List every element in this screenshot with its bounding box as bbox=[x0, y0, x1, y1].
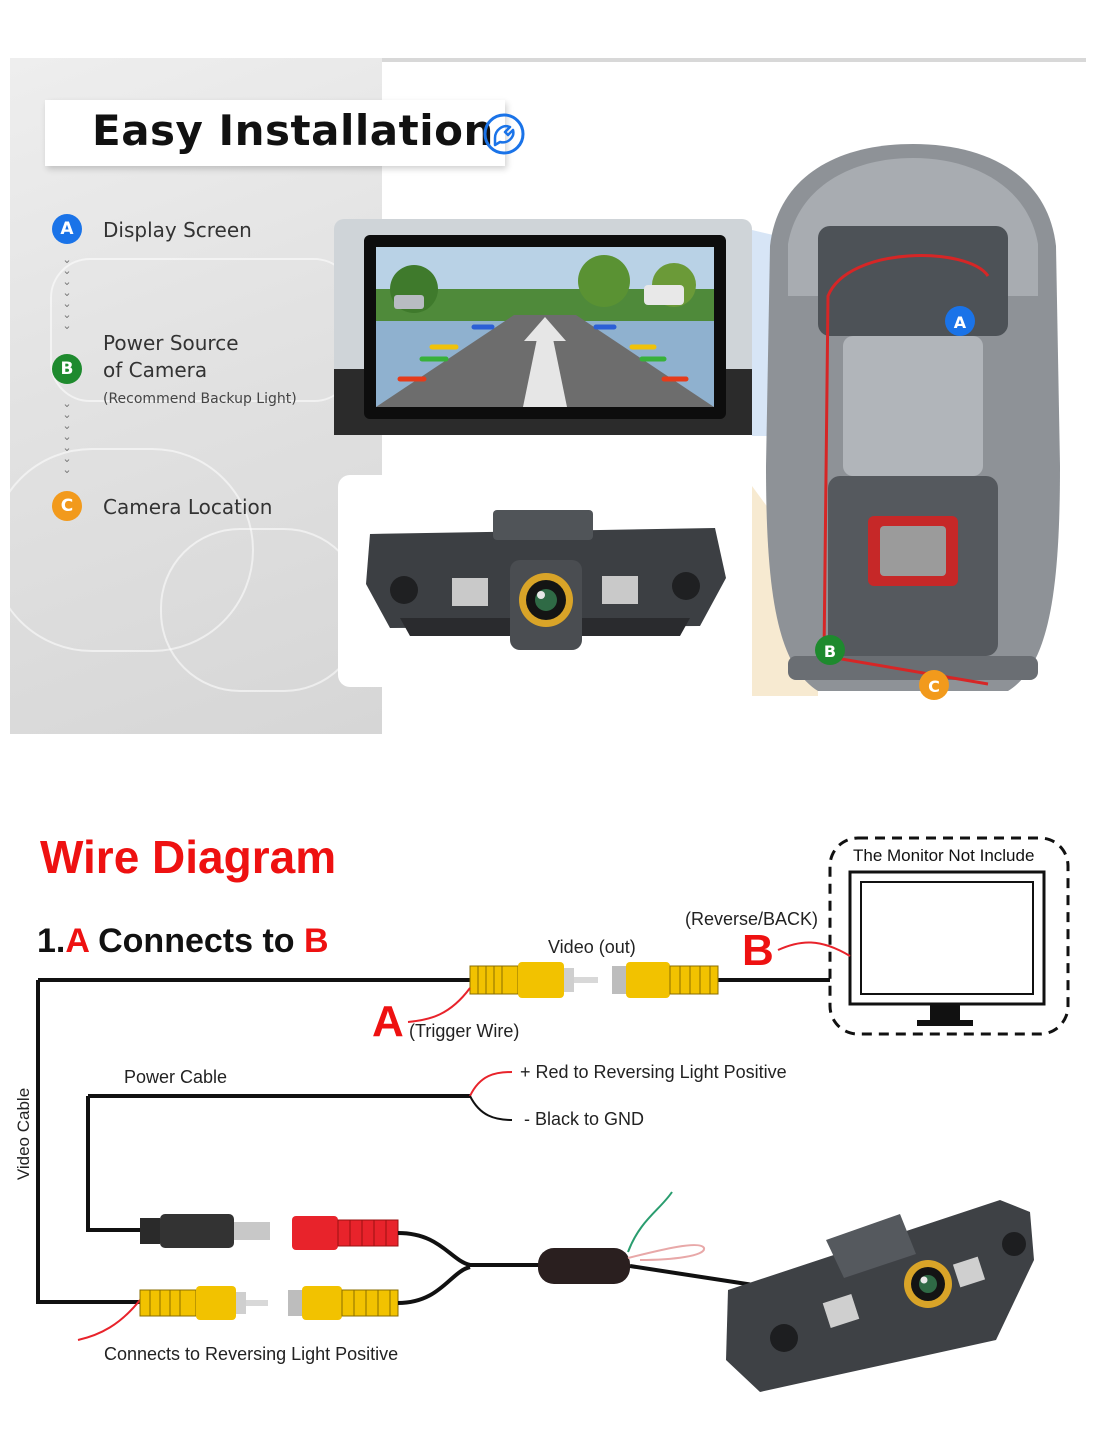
connects-title: 1.A Connects to B bbox=[37, 922, 329, 961]
rca-plug-bottom bbox=[139, 1286, 268, 1320]
monitor-icon bbox=[848, 870, 1046, 1006]
install-title-box bbox=[45, 100, 505, 166]
dc-power-plug bbox=[140, 1214, 270, 1248]
car-top-view-image: A B C bbox=[752, 144, 1060, 700]
camera-image-bottom bbox=[726, 1200, 1034, 1392]
top-divider bbox=[382, 58, 1086, 62]
wrench-icon bbox=[483, 113, 525, 155]
dotted-connector: ⌄⌄⌄⌄⌄⌄⌄ bbox=[62, 253, 72, 332]
step-b-badge: B bbox=[52, 354, 82, 384]
wire-diagram bbox=[36, 836, 1070, 1392]
video-out-label: Video (out) bbox=[548, 937, 636, 957]
display-screen-image bbox=[334, 219, 752, 435]
black-wire-label: - Black to GND bbox=[524, 1109, 645, 1129]
car-outline-decoration bbox=[0, 448, 254, 652]
monitor-dashed-box bbox=[828, 836, 1070, 1036]
connects-from: A bbox=[65, 922, 89, 960]
reversing-light-label: Connects to Reversing Light Positive bbox=[104, 1344, 399, 1364]
connects-to: B bbox=[304, 922, 329, 960]
monitor-not-included-label: The Monitor Not Include bbox=[853, 846, 1035, 865]
install-title: Easy Installation bbox=[92, 106, 494, 155]
step-b-label-line1: Power Source bbox=[103, 331, 239, 355]
car-outline-decoration bbox=[160, 528, 364, 692]
car-marker-a: A bbox=[954, 313, 967, 332]
rca-plug-a bbox=[469, 962, 598, 998]
letter-a: A bbox=[372, 997, 404, 1046]
rca-jack-bottom bbox=[288, 1286, 399, 1320]
reverse-back-label: (Reverse/BACK) bbox=[685, 909, 819, 929]
wire-diagram-title: Wire Diagram bbox=[40, 831, 337, 883]
trigger-wire-label: (Trigger Wire) bbox=[409, 1021, 520, 1041]
step-a-badge: A bbox=[52, 214, 82, 244]
letter-b: B bbox=[742, 926, 774, 975]
step-c-badge: C bbox=[52, 491, 82, 521]
step-b-note: (Recommend Backup Light) bbox=[103, 391, 297, 407]
car-marker-b: B bbox=[824, 642, 836, 661]
red-wire-label: + Red to Reversing Light Positive bbox=[520, 1062, 787, 1082]
video-cable-label: Video Cable bbox=[14, 1087, 34, 1181]
install-background-panel bbox=[0, 58, 382, 734]
connects-prefix: 1. bbox=[37, 922, 66, 960]
inline-connector-box bbox=[538, 1248, 630, 1284]
step-b-label-line2: of Camera bbox=[103, 358, 208, 382]
connects-middle: Connects to bbox=[88, 922, 304, 960]
step-c-label: Camera Location bbox=[103, 495, 273, 519]
dotted-connector: ⌄⌄⌄⌄⌄⌄⌄ bbox=[62, 397, 72, 476]
power-cable-label: Power Cable bbox=[124, 1067, 228, 1087]
camera-image bbox=[366, 510, 726, 650]
car-marker-c: C bbox=[928, 677, 940, 696]
step-a-label: Display Screen bbox=[103, 218, 252, 242]
rca-jack-b bbox=[612, 962, 719, 998]
dc-power-jack bbox=[292, 1216, 399, 1250]
